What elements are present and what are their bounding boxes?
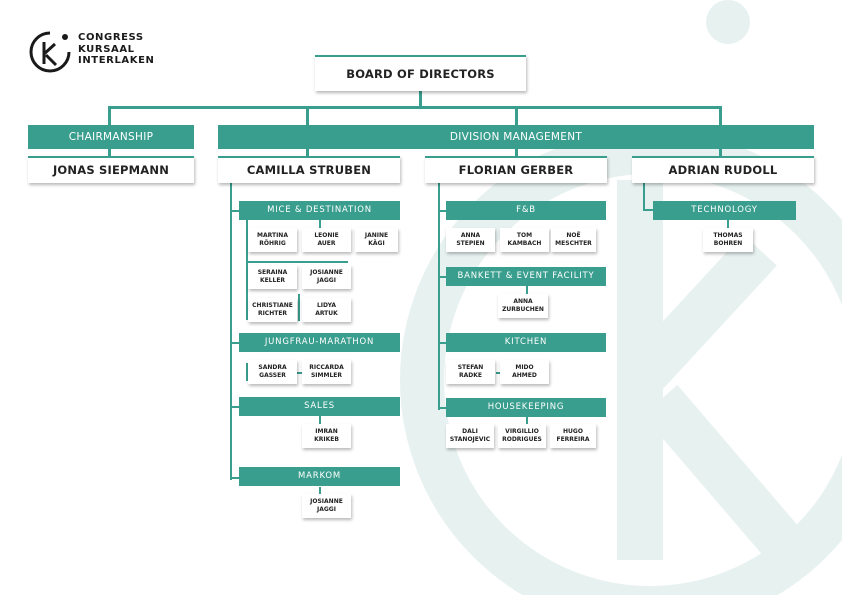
- logo-line-3: INTERLAKEN: [78, 55, 155, 66]
- watermark-k-leg: [642, 385, 798, 555]
- section-markom: MARKOM: [239, 467, 400, 486]
- board-of-directors-box: BOARD OF DIRECTORS: [315, 55, 526, 91]
- division-management-header: DIVISION MANAGEMENT: [218, 125, 814, 149]
- watermark-k-arm: [623, 234, 777, 396]
- chairmanship-header: CHAIRMANSHIP: [28, 125, 194, 149]
- watermark-dot: [706, 0, 750, 44]
- watermark-ring: [400, 130, 842, 595]
- head-florian-gerber: FLORIAN GERBER: [425, 156, 607, 183]
- section-mice-destination: MICE & DESTINATION: [239, 201, 400, 220]
- logo-wordmark: CONGRESS KURSAAL INTERLAKEN: [78, 32, 155, 67]
- section-sales: SALES: [239, 397, 400, 416]
- section-kitchen: KITCHEN: [446, 333, 606, 352]
- head-adrian-rudoll: ADRIAN RUDOLL: [632, 156, 814, 183]
- head-camilla-struben: CAMILLA STRUBEN: [218, 156, 400, 183]
- chairmanship-person: JONAS SIEPMANN: [28, 156, 194, 183]
- section-technology: TECHNOLOGY: [653, 201, 796, 220]
- section-bankett-event-facility: BANKETT & EVENT FACILITY: [446, 267, 606, 286]
- logo-icon: [29, 31, 71, 73]
- logo-line-2: KURSAAL: [78, 43, 135, 55]
- section-housekeeping: HOUSEKEEPING: [446, 398, 606, 417]
- section-fb: F&B: [446, 201, 606, 220]
- section-jungfrau-marathon: JUNGFRAU-MARATHON: [239, 333, 400, 352]
- logo-line-1: CONGRESS: [78, 32, 144, 43]
